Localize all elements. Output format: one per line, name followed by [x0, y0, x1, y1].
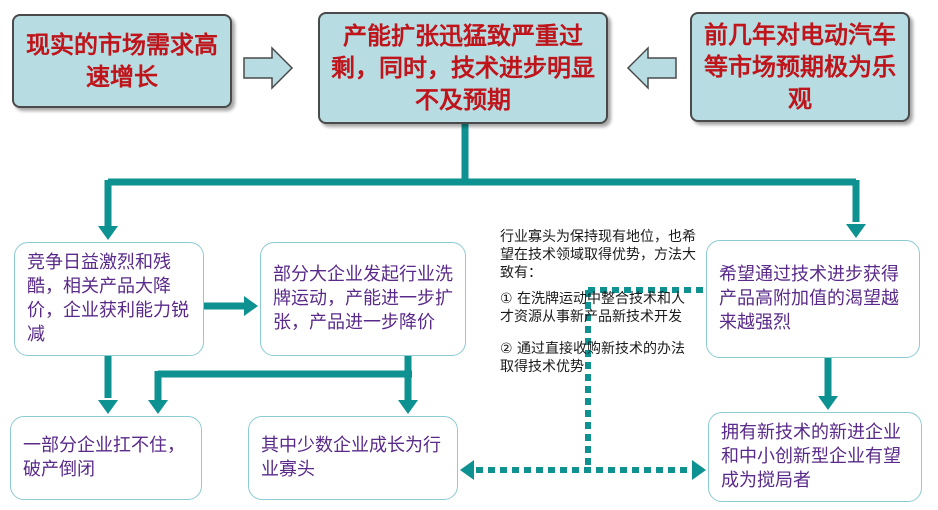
- node-competition: 竞争日益激烈和残酷，相关产品大降价，企业获利能力锐减: [14, 242, 204, 356]
- strategy-note-intro: 行业寡头为保持现有地位，也希望在技术领域取得优势，方法大致有：: [500, 229, 696, 281]
- branch-right-head: [846, 224, 866, 238]
- node-overcapacity-text: 产能扩张迅猛致严重过剩，同时，技术进步明显不及预期: [331, 22, 595, 114]
- node-new-players-text: 拥有新技术的新进企业和中小创新型企业有望成为搅局者: [721, 422, 901, 491]
- node-oligopoly-text: 其中少数企业成长为行业寡头: [261, 435, 441, 480]
- node-bankrupt: 一部分企业扛不住，破产倒闭: [10, 416, 202, 500]
- node-market-demand: 现实的市场需求高速增长: [12, 14, 232, 108]
- node-reshuffle-text: 部分大企业发起行业洗牌运动，产能进一步扩张，产品进一步降价: [273, 264, 453, 333]
- competition-to-reshuffle-head: [244, 296, 258, 316]
- node-market-demand-text: 现实的市场需求高速增长: [26, 31, 218, 91]
- strategy-note: 行业寡头为保持现有地位，也希望在技术领域取得优势，方法大致有： ① 在洗牌运动中…: [500, 228, 696, 376]
- hollow-arrow-left: [626, 46, 677, 90]
- node-tech-hope: 希望通过技术进步获得产品高附加值的渴望越来越强烈: [706, 240, 920, 358]
- node-reshuffle: 部分大企业发起行业洗牌运动，产能进一步扩张，产品进一步降价: [260, 242, 466, 356]
- competition-to-bankrupt-head: [98, 400, 118, 414]
- reshuffle-to-bankrupt-head: [148, 400, 168, 414]
- node-optimism: 前几年对电动汽车等市场预期极为乐观: [690, 12, 910, 122]
- node-new-players: 拥有新技术的新进企业和中小创新型企业有望成为搅局者: [708, 412, 922, 502]
- node-competition-text: 竞争日益激烈和残酷，相关产品大降价，企业获利能力锐减: [27, 252, 189, 345]
- reshuffle-to-oligopoly-head: [398, 400, 418, 414]
- node-bankrupt-text: 一部分企业扛不住，破产倒闭: [23, 435, 185, 480]
- node-oligopoly: 其中少数企业成长为行业寡头: [248, 416, 458, 500]
- tech-to-newplayers-head: [818, 396, 838, 410]
- node-tech-hope-text: 希望通过技术进步获得产品高附加值的渴望越来越强烈: [719, 264, 899, 333]
- dotted-head-left: [460, 460, 474, 480]
- strategy-note-method-1: ① 在洗牌运动中整合技术和人才资源从事新产品新技术开发: [500, 291, 686, 325]
- node-overcapacity: 产能扩张迅猛致严重过剩，同时，技术进步明显不及预期: [318, 12, 608, 124]
- branch-left-head: [98, 226, 118, 240]
- strategy-note-method-2: ② 通过直接收购新技术的办法取得技术优势: [500, 341, 686, 375]
- dotted-head-right: [692, 460, 706, 480]
- hollow-arrow-right: [243, 46, 294, 90]
- node-optimism-text: 前几年对电动汽车等市场预期极为乐观: [704, 21, 896, 113]
